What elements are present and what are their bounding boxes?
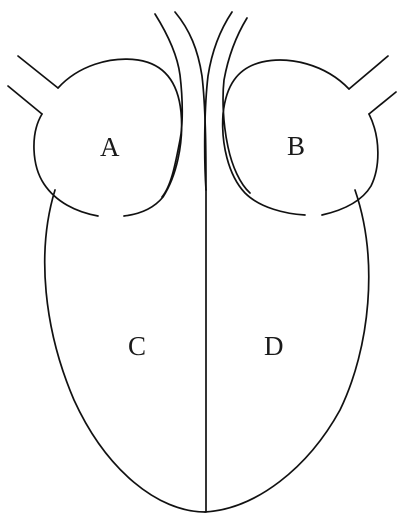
ventricle-left-wall [45, 190, 205, 512]
great-vessel-right-inner [223, 18, 250, 193]
great-vessel-left-inner [155, 14, 182, 197]
left-branch-upper [18, 56, 58, 88]
label-b: B [287, 131, 305, 161]
chamber-b-lower-right [322, 114, 378, 215]
right-branch-lower [369, 92, 396, 114]
label-c: C [128, 331, 146, 361]
label-a: A [100, 132, 120, 162]
label-d: D [264, 331, 284, 361]
right-branch-upper [349, 56, 388, 89]
ventricle-right-wall [205, 190, 369, 512]
left-branch-lower [8, 86, 42, 114]
chamber-a-outline [58, 59, 182, 216]
chamber-b-outline [223, 60, 349, 215]
chamber-a-lower-left [34, 114, 98, 216]
